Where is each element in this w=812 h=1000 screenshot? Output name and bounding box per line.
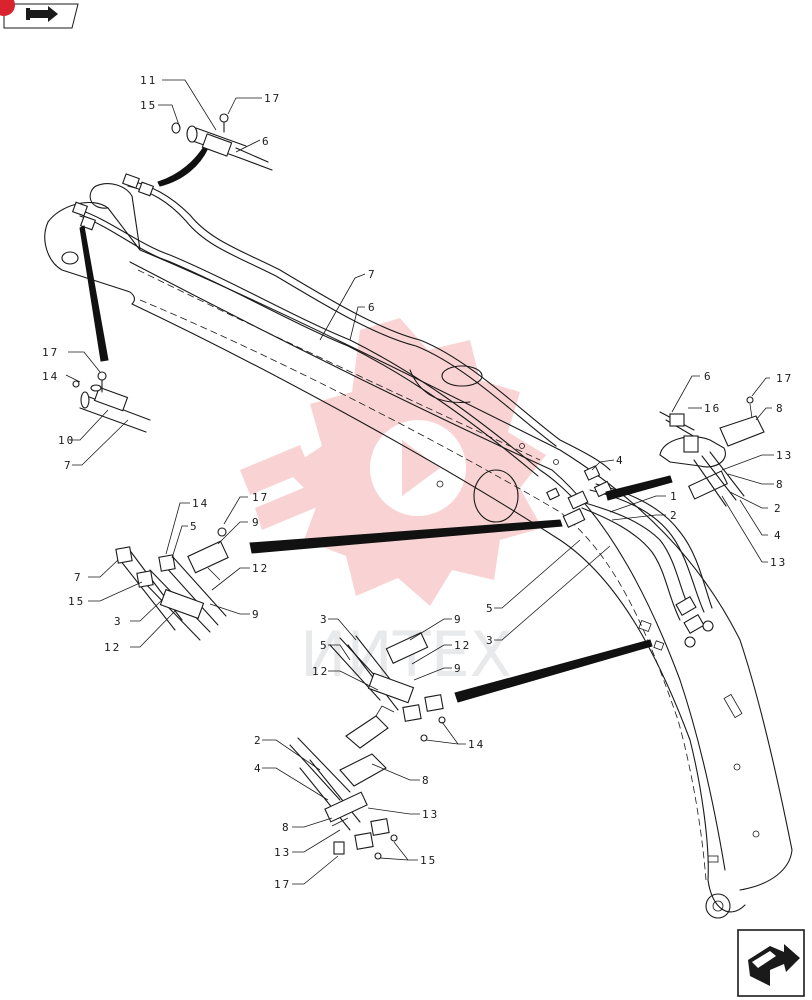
leader-lines <box>65 79 774 885</box>
callout-6: 6 <box>262 135 271 148</box>
callout-9: 9 <box>454 662 463 675</box>
callout-12: 12 <box>454 639 471 652</box>
callout-17: 17 <box>252 491 269 504</box>
boom-clamp-upper <box>546 465 613 528</box>
detail-a <box>171 113 273 171</box>
next-arrow-icon <box>748 944 800 986</box>
callout-1: 1 <box>670 490 679 503</box>
callout-13: 13 <box>422 808 439 821</box>
detail-e <box>289 737 398 860</box>
callout-12: 12 <box>312 665 329 678</box>
callout-5: 5 <box>320 639 329 652</box>
callout-3: 3 <box>114 615 123 628</box>
callout-17: 17 <box>274 878 291 891</box>
badge-icon <box>0 0 15 16</box>
callout-10: 10 <box>58 434 75 447</box>
callout-9: 9 <box>252 608 261 621</box>
callout-13: 13 <box>776 449 793 462</box>
detail-d <box>329 631 446 749</box>
callout-7: 7 <box>74 571 83 584</box>
callout-2: 2 <box>774 502 783 515</box>
callout-17: 17 <box>776 372 793 385</box>
callout-11: 11 <box>140 74 157 87</box>
callout-8: 8 <box>422 774 431 787</box>
callout-4: 4 <box>254 762 263 775</box>
callout-14: 14 <box>42 370 59 383</box>
detail-f <box>659 396 765 507</box>
callout-15: 15 <box>420 854 437 867</box>
callout-5: 5 <box>190 520 199 533</box>
callout-3: 3 <box>320 613 329 626</box>
hydraulic-lines <box>71 173 714 648</box>
callout-17: 17 <box>42 346 59 359</box>
callout-6: 6 <box>368 301 377 314</box>
callout-2: 2 <box>670 509 679 522</box>
callout-12: 12 <box>252 562 269 575</box>
callout-9: 9 <box>252 516 261 529</box>
callout-13: 13 <box>274 846 291 859</box>
callout-4: 4 <box>616 454 625 467</box>
callout-12: 12 <box>104 641 121 654</box>
callout-6: 6 <box>704 370 713 383</box>
detail-pointers <box>79 144 673 703</box>
callout-15: 15 <box>68 595 85 608</box>
callout-16: 16 <box>704 402 721 415</box>
callout-13: 13 <box>770 556 787 569</box>
callout-14: 14 <box>468 738 485 751</box>
callouts: 11 15 17 6 17 14 10 7 7 6 4 6 16 17 8 13… <box>42 74 793 891</box>
callout-7: 7 <box>64 459 73 472</box>
callout-9: 9 <box>454 613 463 626</box>
callout-3: 3 <box>486 634 495 647</box>
callout-8: 8 <box>282 821 291 834</box>
boom-clamp-lower <box>675 596 714 648</box>
callout-17: 17 <box>264 92 281 105</box>
callout-14: 14 <box>192 497 209 510</box>
back-arrow-icon <box>26 6 58 22</box>
detail-c <box>115 527 229 641</box>
callout-5: 5 <box>486 602 495 615</box>
callout-4: 4 <box>774 529 783 542</box>
callout-2: 2 <box>254 734 263 747</box>
detail-b <box>72 371 151 433</box>
callout-8: 8 <box>776 402 785 415</box>
callout-15: 15 <box>140 99 157 112</box>
next-button[interactable] <box>737 929 805 997</box>
callout-7: 7 <box>368 268 377 281</box>
callout-8: 8 <box>776 478 785 491</box>
watermark: ИИTEX <box>240 318 546 691</box>
gear-logo-icon <box>240 318 546 606</box>
back-button[interactable] <box>0 0 79 29</box>
